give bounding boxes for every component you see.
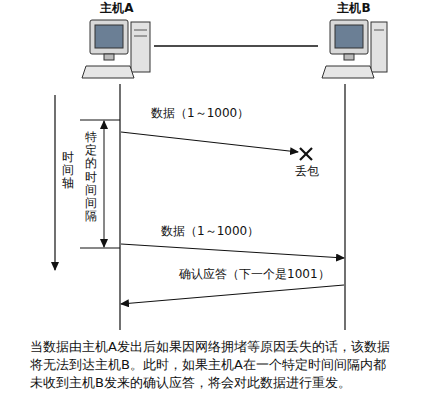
vertical-label: 时间轴 <box>62 150 74 192</box>
message-label: 确认应答（下一个是1001） <box>178 267 331 281</box>
computer-icon <box>82 20 150 78</box>
message-label: 丢包 <box>294 164 320 178</box>
bracket-tick <box>80 120 120 121</box>
host-computer: 主机B <box>318 1 390 84</box>
ack-arrow <box>121 285 344 304</box>
host-label: 主机B <box>318 1 390 15</box>
message-label: 数据（1～1000） <box>150 106 250 120</box>
host-label: 主机A <box>80 1 154 15</box>
timeline <box>119 84 120 330</box>
vertical-label: 特定的时间间隔 <box>85 130 97 224</box>
loss-mark <box>300 148 312 160</box>
computer-icon <box>322 20 387 78</box>
interval-arrow <box>104 121 105 247</box>
host-computer: 主机A <box>80 1 154 84</box>
timeline <box>344 84 345 330</box>
caption: 当数据由主机A发出后如果因网络拥堵等原因丢失的话，该数据将无法到达主机B。此时，… <box>30 338 398 392</box>
resend-arrow <box>121 244 344 258</box>
network-link <box>154 45 318 47</box>
message-label: 数据（1～1000） <box>160 224 260 238</box>
bracket-tick <box>80 248 120 249</box>
time-axis-arrow <box>54 95 55 270</box>
lost-data-arrow <box>121 132 298 152</box>
